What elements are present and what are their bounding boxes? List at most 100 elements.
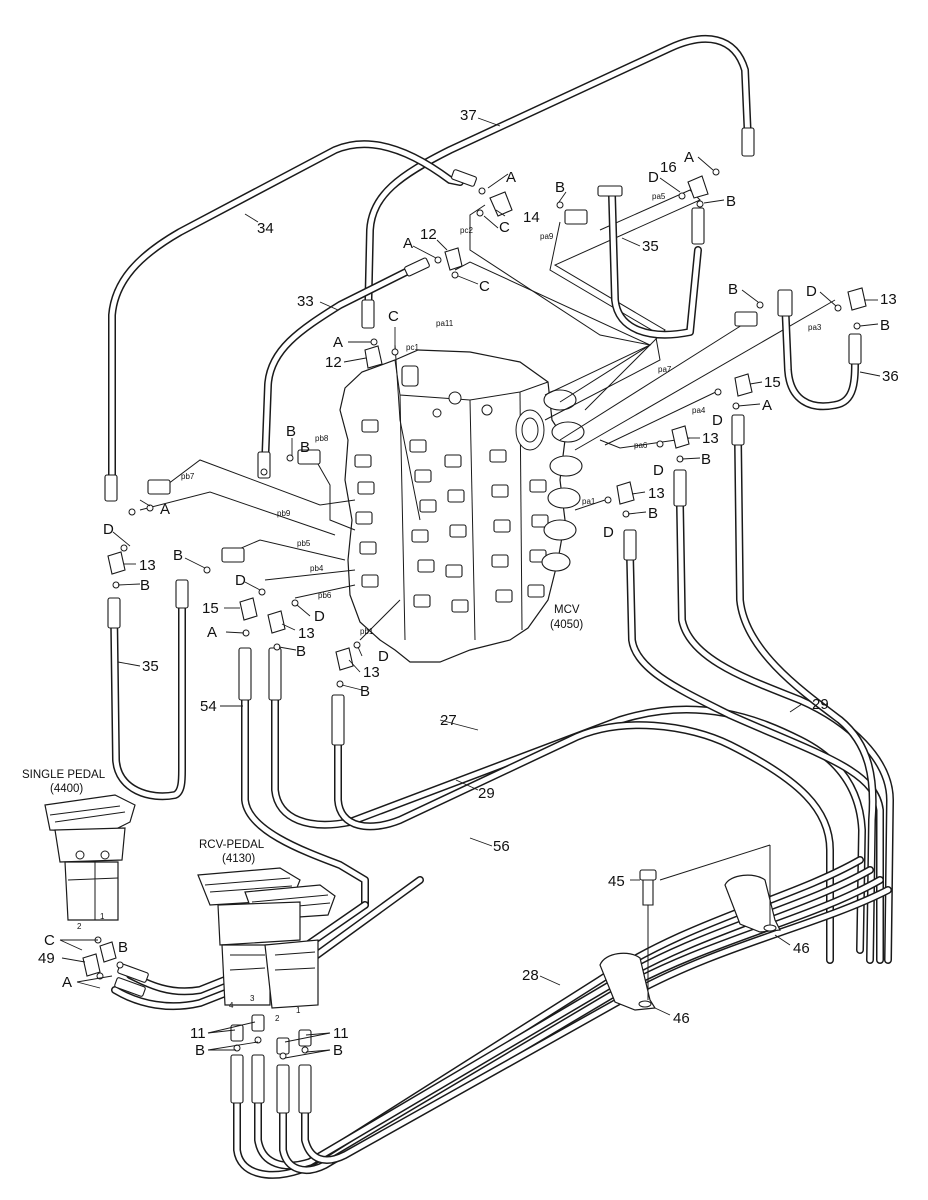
- clamp-46-right: [724, 874, 781, 933]
- label-b: B: [555, 179, 565, 196]
- component-captions: MCV (4050) SINGLE PEDAL (4400) RCV-PEDAL…: [22, 604, 583, 1023]
- o-rings: [94, 168, 861, 1060]
- label-a: A: [403, 235, 413, 252]
- pilot-line-routing: [139, 189, 836, 641]
- label-part-13-left: 13: [139, 557, 156, 574]
- port-label-pa7: pa7: [658, 365, 672, 374]
- label-a: A: [506, 169, 516, 186]
- label-d: D: [806, 283, 817, 300]
- single-pedal: [44, 794, 136, 921]
- port-label-pb5: pb5: [297, 539, 311, 548]
- pedal-port-number: 4: [229, 1001, 234, 1010]
- label-a: A: [333, 334, 343, 351]
- label-part-12-left: 12: [325, 354, 342, 371]
- hose-36: [781, 296, 859, 411]
- label-part-16: 16: [660, 159, 677, 176]
- label-part-13-right-top: 13: [880, 291, 897, 308]
- rcv-pedal-code-caption: (4130): [222, 853, 255, 865]
- label-part-36: 36: [882, 368, 899, 385]
- label-part-35-top: 35: [642, 238, 659, 255]
- label-b: B: [140, 577, 150, 594]
- port-label-pa1: pa1: [582, 497, 596, 506]
- label-part-56: 56: [493, 838, 510, 855]
- part-number-labels: 37 34 33 35 36 35 54 27 29 29 56 28 45 4…: [38, 107, 899, 1042]
- port-label-pa4: pa4: [692, 406, 706, 415]
- label-d: D: [712, 412, 723, 429]
- label-part-33: 33: [297, 293, 314, 310]
- label-b: B: [300, 439, 310, 456]
- label-c: C: [44, 932, 55, 949]
- port-label-pa11: pa11: [436, 319, 454, 328]
- label-a: A: [160, 501, 170, 518]
- port-label-pc2: pc2: [460, 226, 473, 235]
- label-b: B: [360, 683, 370, 700]
- label-part-49: 49: [38, 950, 55, 967]
- label-a: A: [684, 149, 694, 166]
- label-b: B: [648, 505, 658, 522]
- label-part-13-right-low: 13: [648, 485, 665, 502]
- port-label-pa5: pa5: [652, 192, 666, 201]
- label-b: B: [726, 193, 736, 210]
- label-c: C: [388, 308, 399, 325]
- label-part-11-right: 11: [333, 1025, 349, 1042]
- label-b: B: [880, 317, 890, 334]
- label-d: D: [378, 648, 389, 665]
- label-part-27: 27: [440, 712, 457, 729]
- leader-lines: [59, 117, 881, 1059]
- label-b: B: [701, 451, 711, 468]
- hose-end-crimps: [104, 127, 862, 1114]
- label-part-15-right: 15: [764, 374, 781, 391]
- fittings: [82, 175, 867, 1055]
- label-part-37: 37: [460, 107, 477, 124]
- label-part-45: 45: [608, 873, 625, 890]
- label-part-13-right-mid: 13: [702, 430, 719, 447]
- single-pedal-code-caption: (4400): [50, 783, 83, 795]
- connection-letter-labels: A A A A A A A A B B B B B B B B B B B B …: [44, 149, 890, 1059]
- hose-29-right-c: [734, 436, 877, 964]
- label-part-35-left: 35: [142, 658, 159, 675]
- mcv-valve-body: [339, 349, 585, 663]
- label-part-46-right: 46: [793, 940, 810, 957]
- port-label-pa3: pa3: [808, 323, 822, 332]
- port-label-pb1: pb1: [360, 627, 374, 636]
- label-a: A: [62, 974, 72, 991]
- label-part-13-center: 13: [298, 625, 315, 642]
- label-part-15-left: 15: [202, 600, 219, 617]
- label-part-54: 54: [200, 698, 217, 715]
- port-label-pb7: pb7: [181, 472, 195, 481]
- label-part-14: 14: [523, 209, 540, 226]
- mcv-code-caption: (4050): [550, 619, 583, 631]
- pedal-port-number: 3: [250, 994, 255, 1003]
- label-b: B: [195, 1042, 205, 1059]
- label-a: A: [207, 624, 217, 641]
- port-label-pa9: pa9: [540, 232, 554, 241]
- bolt-45: [639, 844, 771, 1000]
- label-d: D: [314, 608, 325, 625]
- rcv-pedal: [197, 867, 336, 1009]
- label-b: B: [173, 547, 183, 564]
- pedal-port-number: 1: [100, 912, 105, 921]
- pedal-port-number: 1: [296, 1006, 301, 1015]
- hose-37: [364, 34, 752, 324]
- label-b: B: [333, 1042, 343, 1059]
- label-d: D: [648, 169, 659, 186]
- label-b: B: [118, 939, 128, 956]
- hose-29-right-b: [676, 501, 894, 964]
- label-d: D: [235, 572, 246, 589]
- label-c: C: [499, 219, 510, 236]
- hose-bundle-28: [233, 856, 892, 1179]
- pedal-port-number: 2: [77, 922, 82, 931]
- hose-35-left: [110, 591, 186, 801]
- hose-35-top: [608, 191, 702, 339]
- label-part-34: 34: [257, 220, 274, 237]
- port-label-pb8: pb8: [315, 434, 329, 443]
- label-d: D: [653, 462, 664, 479]
- hose-54: [241, 696, 369, 909]
- port-label-pc1: pc1: [406, 343, 419, 352]
- label-part-29-right: 29: [812, 696, 829, 713]
- label-b: B: [296, 643, 306, 660]
- label-b: B: [286, 423, 296, 440]
- label-b: B: [728, 281, 738, 298]
- label-d: D: [603, 524, 614, 541]
